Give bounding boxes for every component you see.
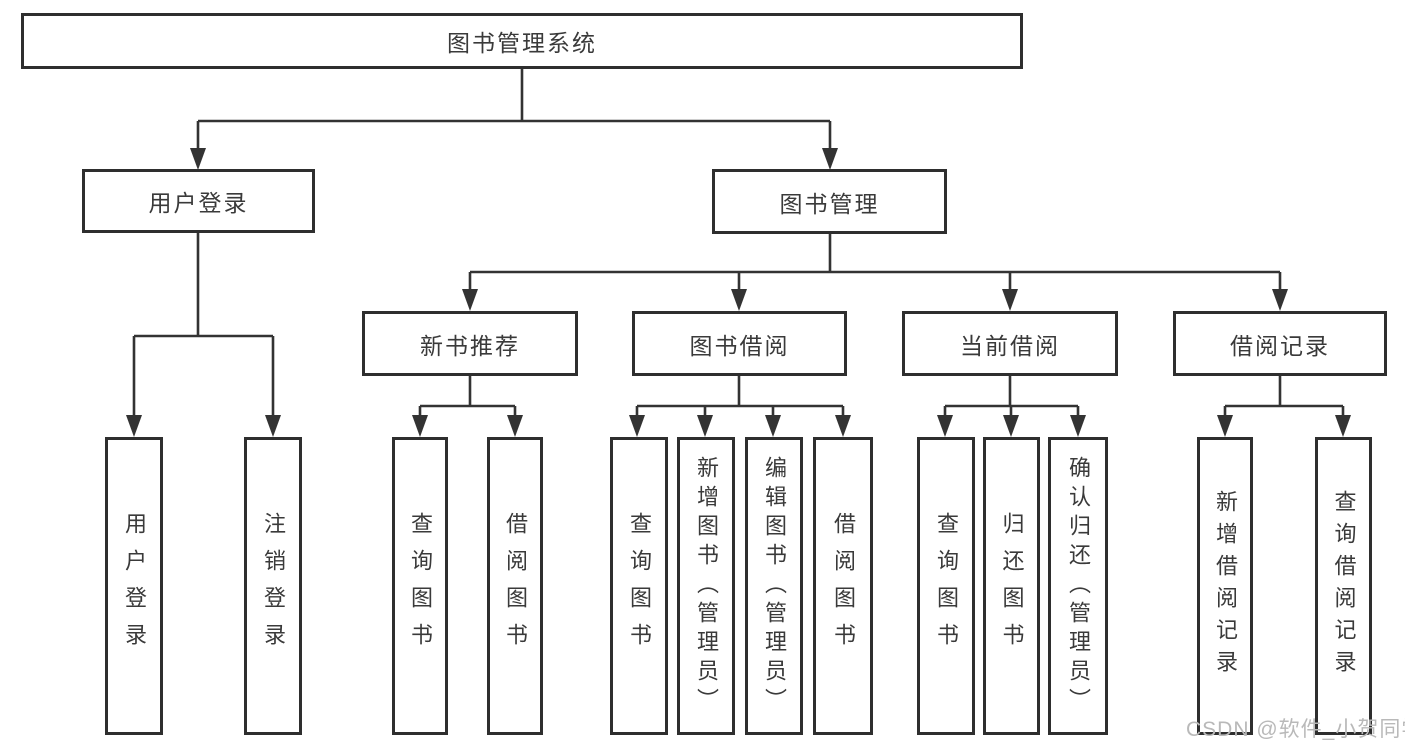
node-query-books-current: 查询图书: [917, 437, 975, 735]
node-query-borrow-record: 查询借阅记录: [1315, 437, 1372, 735]
node-add-book-admin: 新增图书（管理员）: [677, 437, 735, 735]
node-return-book: 归还图书: [983, 437, 1040, 735]
node-confirm-return-admin: 确认归还（管理员）: [1048, 437, 1108, 735]
node-query-borrow-record-label: 查询借阅记录: [1331, 490, 1357, 682]
node-query-books-borrow: 查询图书: [610, 437, 668, 735]
node-return-book-label: 归还图书: [999, 512, 1025, 660]
node-logout-label: 注销登录: [261, 512, 286, 660]
connector-root-to-level2: [190, 69, 838, 170]
node-book-borrow: 图书借阅: [632, 311, 847, 376]
node-new-book-recommend: 新书推荐: [362, 311, 578, 376]
node-user-login-leaf-label: 用户登录: [122, 512, 147, 660]
connector-user-login-to-children: [126, 232, 281, 437]
node-borrow-records: 借阅记录: [1173, 311, 1387, 376]
connector-new-book-recommend-to-children: [412, 376, 523, 437]
node-query-books-recommend-label: 查询图书: [408, 512, 433, 660]
node-new-book-recommend-label: 新书推荐: [420, 332, 520, 359]
node-current-borrow-label: 当前借阅: [960, 332, 1060, 359]
node-user-login-leaf: 用户登录: [105, 437, 163, 735]
node-root-label: 图书管理系统: [447, 30, 597, 56]
connector-book-management-to-level3: [462, 233, 1288, 311]
node-book-management: 图书管理: [712, 169, 947, 234]
node-edit-book-admin-label: 编辑图书（管理员）: [762, 455, 787, 717]
connector-current-borrow-to-children: [937, 376, 1086, 437]
node-user-login-label: 用户登录: [148, 190, 249, 216]
node-borrow-books-recommend-label: 借阅图书: [503, 512, 528, 660]
node-add-borrow-record: 新增借阅记录: [1197, 437, 1253, 735]
node-query-books-recommend: 查询图书: [392, 437, 448, 735]
node-confirm-return-admin-label: 确认归还（管理员）: [1066, 455, 1091, 717]
node-borrow-books-borrow-label: 借阅图书: [831, 512, 856, 660]
node-borrow-books-recommend: 借阅图书: [487, 437, 543, 735]
node-borrow-records-label: 借阅记录: [1230, 332, 1330, 359]
node-root: 图书管理系统: [21, 13, 1023, 69]
node-query-books-borrow-label: 查询图书: [627, 512, 652, 660]
node-add-borrow-record-label: 新增借阅记录: [1213, 490, 1238, 682]
node-add-book-admin-label: 新增图书（管理员）: [694, 455, 719, 717]
connector-book-borrow-to-children: [629, 376, 851, 437]
node-user-login: 用户登录: [82, 169, 315, 233]
node-book-management-label: 图书管理: [779, 190, 880, 217]
node-logout: 注销登录: [244, 437, 302, 735]
node-book-borrow-label: 图书借阅: [689, 332, 790, 359]
connector-borrow-records-to-children: [1217, 376, 1351, 437]
node-edit-book-admin: 编辑图书（管理员）: [745, 437, 803, 735]
node-query-books-current-label: 查询图书: [934, 512, 959, 660]
watermark: CSDN @软件_小贺同学: [1186, 718, 1405, 741]
node-current-borrow: 当前借阅: [902, 311, 1118, 376]
node-borrow-books-borrow: 借阅图书: [813, 437, 873, 735]
